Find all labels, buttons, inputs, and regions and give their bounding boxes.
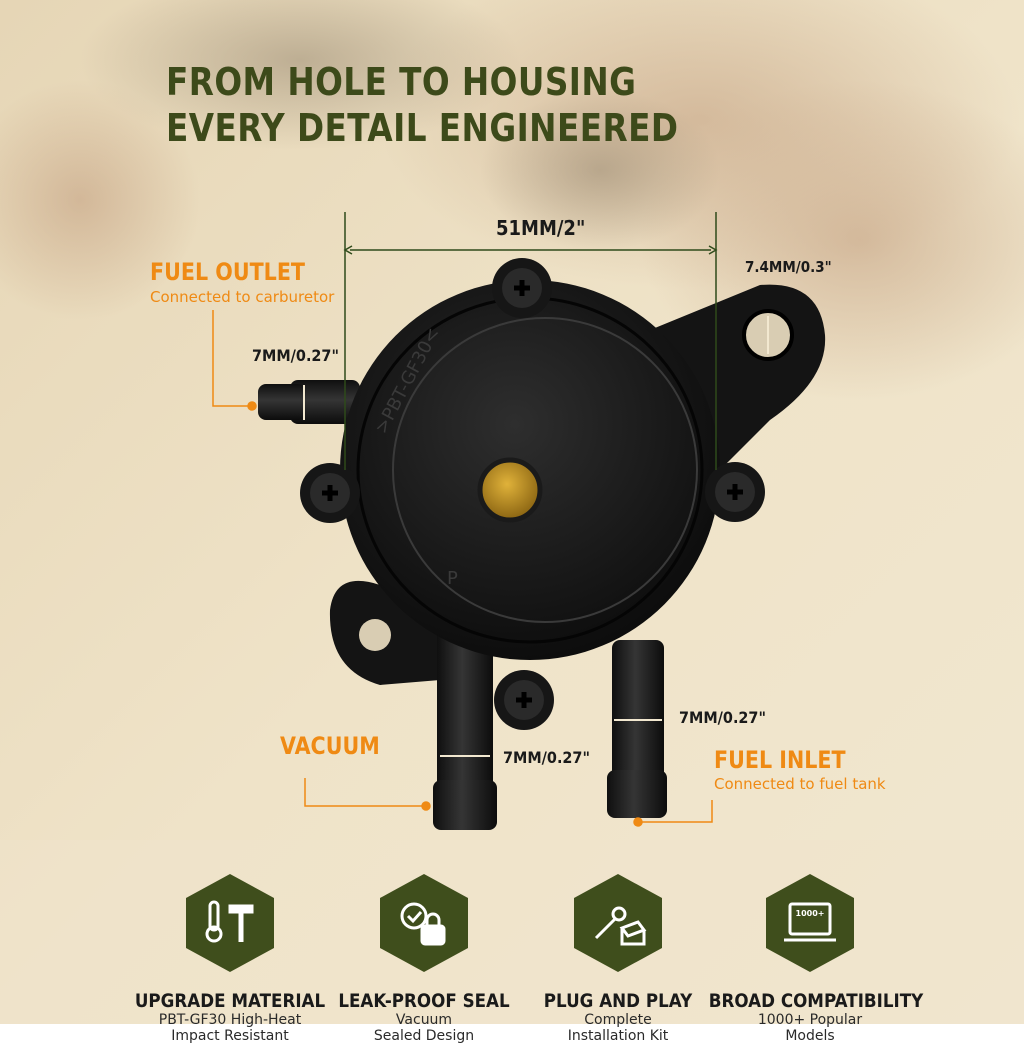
feature-hexagon: [572, 872, 664, 974]
thermometer-hammer-icon: [205, 900, 254, 943]
feature-desc-line-2: Models: [785, 1028, 835, 1044]
port-letter: P: [447, 568, 458, 589]
fuel-outlet-title: FUEL OUTLET: [150, 258, 306, 286]
feature-title: BROAD COMPATIBILITY: [708, 990, 924, 1012]
dimension-lines: [303, 212, 769, 757]
feature-title: LEAK-PROOF SEAL: [338, 990, 510, 1012]
callout-lines: [212, 310, 713, 827]
vacuum-dimension-label: 7MM/0.27": [503, 748, 590, 767]
feature-hexagon: [184, 872, 276, 974]
tools-box-icon: [594, 906, 647, 946]
laptop-icon: [784, 902, 836, 942]
headline-line-1: FROM HOLE TO HOUSING: [166, 60, 637, 104]
fuel-pump-illustration: [258, 258, 826, 830]
laptop-screen-text: 1000+: [796, 909, 825, 918]
mount-hole-dimension-label: 7.4MM/0.3": [745, 258, 832, 276]
width-dimension-label: 51MM/2": [496, 216, 586, 240]
headline-line-2: EVERY DETAIL ENGINEERED: [166, 106, 679, 150]
feature-desc-line-1: 1000+ Popular: [757, 1012, 863, 1028]
fuel-inlet-subtitle: Connected to fuel tank: [714, 775, 886, 793]
fuel-outlet-subtitle: Connected to carburetor: [150, 288, 335, 306]
feature-title: UPGRADE MATERIAL: [134, 990, 326, 1012]
feature-hexagon: 1000+: [764, 872, 856, 974]
fuel-inlet-title: FUEL INLET: [714, 746, 846, 774]
feature-title: PLUG AND PLAY: [543, 990, 693, 1012]
inlet-dimension-label: 7MM/0.27": [679, 708, 766, 727]
feature-broad-compatibility: 1000+ BROAD COMPATIBILITY 1000+ Popular …: [695, 872, 925, 1044]
outlet-dimension-label: 7MM/0.27": [252, 346, 339, 365]
seal-lock-icon: [400, 902, 446, 946]
feature-hexagon: [378, 872, 470, 974]
vacuum-title: VACUUM: [280, 732, 380, 760]
